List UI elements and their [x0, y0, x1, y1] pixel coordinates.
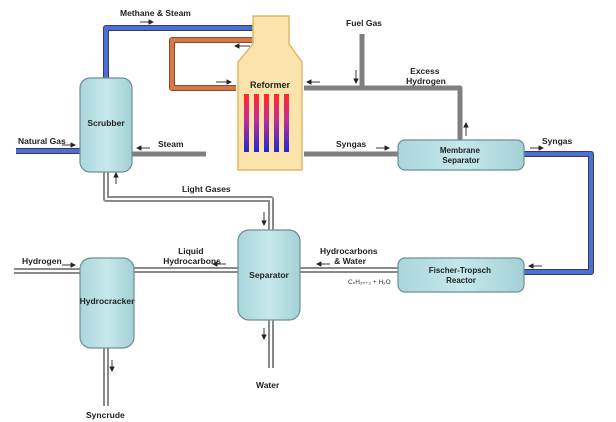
label-syngas-1: Syngas: [336, 139, 367, 149]
separator-label: Separator: [249, 270, 289, 280]
arrow-scrubber-bottom: [113, 171, 119, 184]
arrow-water-out: [261, 328, 267, 341]
pipe-syngas-to-ft: [524, 151, 594, 275]
label-excess-hydrogen: Excess Hydrogen: [406, 66, 446, 86]
scrubber-vessel: Scrubber: [79, 77, 133, 173]
fischer-tropsch-label: Fischer-Tropsch Reactor: [429, 266, 493, 285]
label-hydrocarbons-water: Hydrocarbons & Water: [320, 246, 380, 266]
arrow-liquid-hydrocarbons: [211, 261, 226, 267]
arrow-fuel-gas-in: [305, 79, 320, 85]
arrow-recycle-bottom: [216, 79, 233, 85]
arrow-natural-gas: [62, 142, 77, 148]
label-light-gases: Light Gases: [182, 184, 231, 194]
arrow-excess-hydrogen: [463, 121, 469, 136]
membrane-separator-line2: Separator: [442, 156, 479, 165]
membrane-separator-label: Membrane Separator: [440, 146, 482, 165]
pipe-fuel-gas: [304, 34, 365, 91]
label-excess-hydrogen-line2: Hydrogen: [406, 76, 446, 86]
label-hydrogen: Hydrogen: [22, 256, 62, 266]
label-excess-hydrogen-line1: Excess: [410, 66, 440, 76]
arrow-syngas-ft-in: [527, 263, 542, 269]
arrow-hydrogen-in: [62, 262, 77, 268]
reformer-unit: Reformer: [237, 15, 303, 171]
fischer-tropsch-line1: Fischer-Tropsch: [429, 266, 491, 275]
fischer-tropsch-reactor-box: Fischer-Tropsch Reactor: [397, 257, 525, 293]
arrow-methane-steam: [140, 19, 155, 25]
label-methane-steam: Methane & Steam: [120, 8, 191, 18]
reformer-label: Reformer: [250, 80, 291, 90]
membrane-separator-line1: Membrane: [440, 146, 481, 155]
arrow-recycle-top: [233, 43, 250, 49]
label-fuel-gas: Fuel Gas: [346, 18, 382, 28]
label-natural-gas: Natural Gas: [18, 136, 66, 146]
pipe-recycle-loop: [169, 37, 265, 91]
reaction-formula: CₙH₂ₙ₊₂ + H₂O: [348, 279, 391, 286]
hydrocracker-label: Hydrocracker: [80, 296, 136, 306]
arrow-syngas-1: [376, 145, 391, 151]
arrow-syncrude-out: [109, 360, 115, 373]
arrow-light-gases: [261, 212, 267, 227]
fischer-tropsch-line2: Reactor: [446, 276, 476, 285]
stream-labels: Methane & Steam Fuel Gas Excess Hydrogen…: [18, 8, 573, 420]
arrow-fuel-gas: [353, 70, 359, 85]
pipe-light-gases: [103, 171, 274, 230]
label-syncrude: Syncrude: [86, 410, 125, 420]
pipe-excess-hydrogen: [362, 85, 463, 140]
scrubber-label: Scrubber: [87, 118, 125, 128]
label-water: Water: [256, 380, 280, 390]
pipes: [14, 25, 594, 406]
label-liquid-hydrocarbons: Liquid Hydrocarbons: [163, 246, 221, 266]
label-liquid-hydrocarbons-line1: Liquid: [178, 246, 204, 256]
label-liquid-hydrocarbons-line2: Hydrocarbons: [163, 256, 221, 266]
reformer-tubes: [244, 94, 289, 152]
hydrocracker-vessel: Hydrocracker: [79, 257, 136, 349]
label-steam: Steam: [158, 139, 184, 149]
label-hydrocarbons-water-line1: Hydrocarbons: [320, 246, 378, 256]
flow-arrows: [62, 19, 545, 373]
label-hydrocarbons-water-line2: & Water: [334, 256, 366, 266]
arrow-steam: [135, 145, 150, 151]
arrow-syngas-2: [530, 145, 545, 151]
separator-vessel: Separator: [237, 229, 301, 321]
arrow-hydrocarbons-water: [315, 261, 330, 267]
membrane-separator-box: Membrane Separator: [397, 139, 525, 171]
label-syngas-2: Syngas: [542, 136, 573, 146]
